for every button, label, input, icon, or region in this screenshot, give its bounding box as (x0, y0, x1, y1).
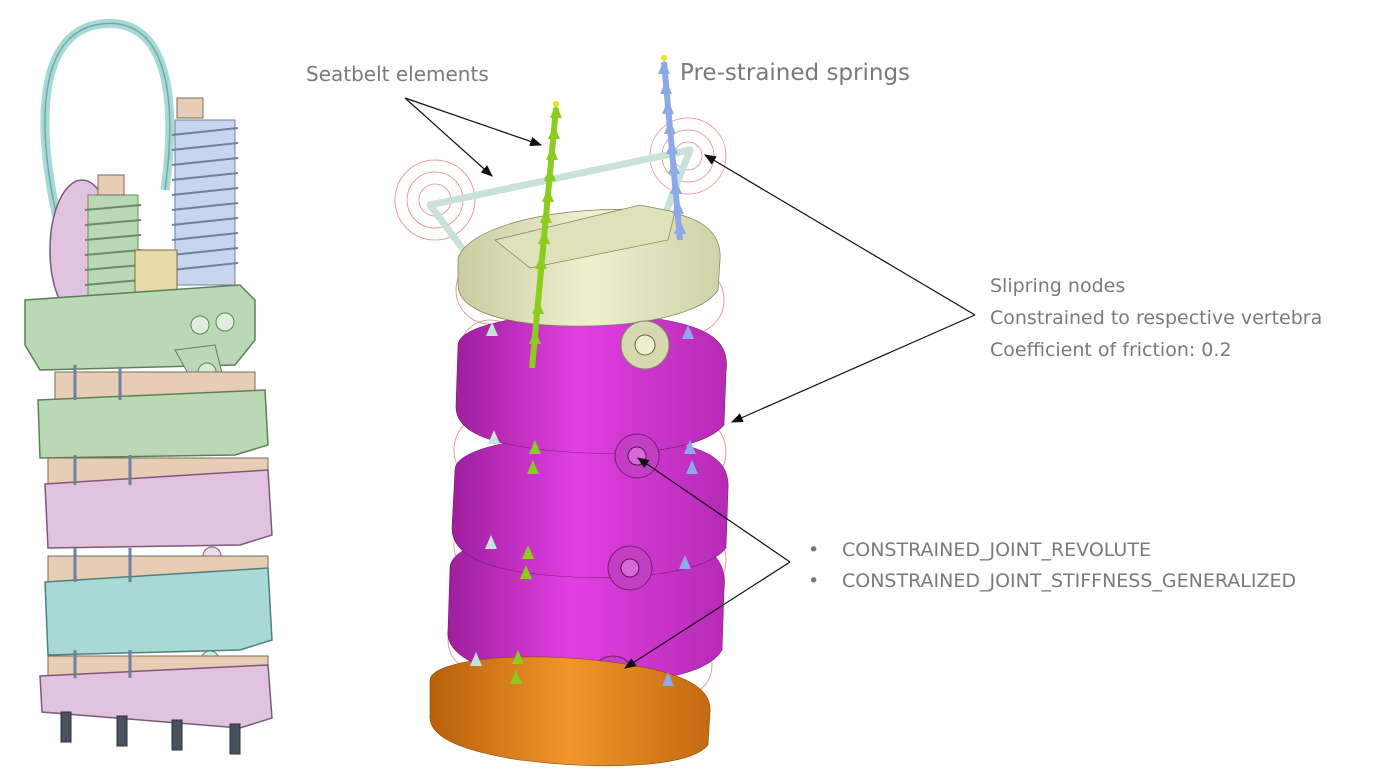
arrow-joint-2 (623, 561, 791, 669)
arrow-seatbelt-2 (404, 97, 493, 177)
cad-spine-model (24, 19, 273, 755)
bullet-icon: • (808, 539, 820, 561)
fe-spine-model (394, 55, 729, 766)
arrow-joint-1 (637, 457, 791, 563)
arrow-slipring-2 (730, 314, 976, 423)
slipring-nodes-annotation: Slipring nodes Constrained to respective… (990, 270, 1322, 366)
fe-vertebra-3 (451, 435, 729, 578)
slipring-title: Slipring nodes (990, 275, 1126, 297)
seatbelt-elements-label: Seatbelt elements (306, 62, 489, 86)
cad-bolts (60, 711, 241, 755)
cad-vertebra-3 (44, 469, 273, 549)
cad-vertebra-2 (37, 389, 269, 459)
cad-vertebra-4 (44, 567, 273, 656)
slipring-constraint: Constrained to respective vertebra (990, 307, 1323, 329)
arrow-slipring-1 (703, 154, 976, 316)
prestrained-springs-label: Pre-strained springs (680, 60, 911, 86)
annotation-arrows (404, 97, 976, 669)
slipring-friction: Coefficient of friction: 0.2 (990, 339, 1232, 361)
prestrained-spring (658, 60, 698, 686)
cad-spring-rear (171, 97, 239, 286)
bullet-icon: • (808, 570, 820, 592)
joint-revolute-label: CONSTRAINED_JOINT_REVOLUTE (842, 539, 1151, 561)
joint-item-stiffness: • CONSTRAINED_JOINT_STIFFNESS_GENERALIZED (808, 566, 1296, 597)
joint-stiffness-label: CONSTRAINED_JOINT_STIFFNESS_GENERALIZED (842, 570, 1297, 592)
cad-vertebra-base (39, 664, 273, 729)
joint-types-list: • CONSTRAINED_JOINT_REVOLUTE • CONSTRAINED… (808, 535, 1296, 597)
arrow-seatbelt-1 (404, 97, 543, 147)
joint-item-revolute: • CONSTRAINED_JOINT_REVOLUTE (808, 535, 1296, 566)
